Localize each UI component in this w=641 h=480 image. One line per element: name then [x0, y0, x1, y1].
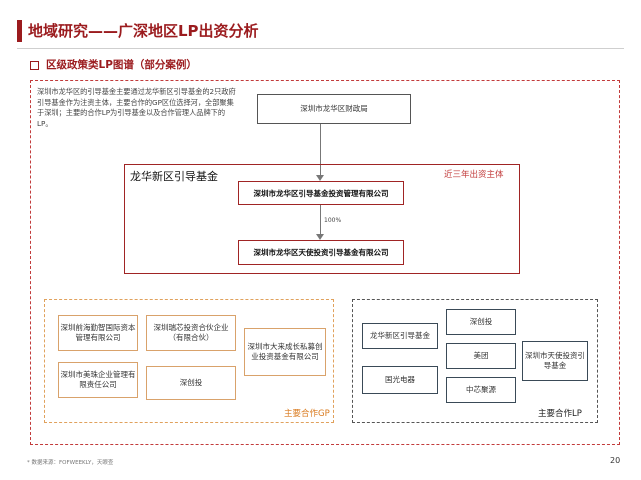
arrow-down-icon — [316, 175, 324, 181]
title-divider — [17, 48, 624, 49]
lp-node: 深创投 — [446, 309, 516, 335]
lp-section-label: 主要合作LP — [538, 409, 582, 419]
gp-node-label: 深创投 — [179, 378, 203, 387]
lp-node-label: 美团 — [473, 351, 489, 360]
description-note: 深圳市龙华区的引导基金主要通过龙华新区引导基金的2只政府引导基金作为注资主体，主… — [37, 87, 236, 128]
data-source-note: * 数据来源：FOFWEEKLY，天眼查 — [27, 460, 114, 466]
lp-node-label: 中芯聚源 — [466, 385, 496, 394]
gp-node-label: 深圳市大来成长私募创业投资基金有限公司 — [247, 342, 323, 361]
node-finance-bureau: 深圳市龙华区财政局 — [257, 94, 411, 124]
lp-node-label: 深圳市天使投资引导基金 — [525, 351, 585, 370]
node-angel-fund: 深圳市龙华区天使投资引导基金有限公司 — [238, 240, 404, 265]
arrow-down-icon — [316, 234, 324, 240]
connector-line — [320, 205, 321, 235]
lp-node: 国光电器 — [362, 366, 438, 394]
lp-section — [352, 299, 598, 423]
longhua-group-title: 龙华新区引导基金 — [130, 170, 218, 183]
gp-node: 深圳市美珠企业管理有限责任公司 — [58, 362, 138, 398]
page-title: 地域研究——广深地区LP出资分析 — [28, 22, 259, 40]
gp-node: 深圳市大来成长私募创业投资基金有限公司 — [244, 328, 326, 376]
gp-node: 深创投 — [146, 366, 236, 400]
lp-node: 中芯聚源 — [446, 377, 516, 403]
gp-section-label: 主要合作GP — [284, 409, 330, 419]
longhua-group-tag: 近三年出资主体 — [444, 170, 504, 180]
gp-node-label: 深圳瑞芯投资合伙企业（有限合伙） — [153, 323, 229, 342]
lp-node-label: 深创投 — [469, 317, 493, 326]
page-number: 20 — [610, 456, 621, 465]
node-finance-bureau-label: 深圳市龙华区财政局 — [300, 104, 368, 113]
gp-section — [44, 299, 334, 423]
section-subtitle: 区级政策类LP图谱（部分案例） — [46, 59, 197, 71]
connector-line — [320, 124, 321, 176]
node-fund-manager-label: 深圳市龙华区引导基金投资管理有限公司 — [253, 188, 389, 198]
title-accent-bar — [17, 20, 22, 42]
lp-node: 龙华新区引导基金 — [362, 323, 438, 349]
lp-node-label: 龙华新区引导基金 — [370, 331, 430, 340]
lp-node-label: 国光电器 — [385, 375, 415, 384]
lp-node: 深圳市天使投资引导基金 — [522, 341, 588, 381]
node-angel-fund-label: 深圳市龙华区天使投资引导基金有限公司 — [253, 248, 389, 257]
gp-node-label: 深圳市美珠企业管理有限责任公司 — [60, 370, 136, 389]
gp-node-label: 深圳前海勤智国际资本管理有限公司 — [60, 323, 136, 342]
longhua-fund-group — [124, 164, 520, 274]
node-fund-manager: 深圳市龙华区引导基金投资管理有限公司 — [238, 181, 404, 205]
ownership-percentage: 100% — [324, 217, 342, 224]
gp-node: 深圳前海勤智国际资本管理有限公司 — [58, 315, 138, 351]
lp-node: 美团 — [446, 343, 516, 369]
diagram-frame — [30, 80, 620, 445]
square-bullet-icon — [30, 61, 39, 70]
gp-node: 深圳瑞芯投资合伙企业（有限合伙） — [146, 315, 236, 351]
